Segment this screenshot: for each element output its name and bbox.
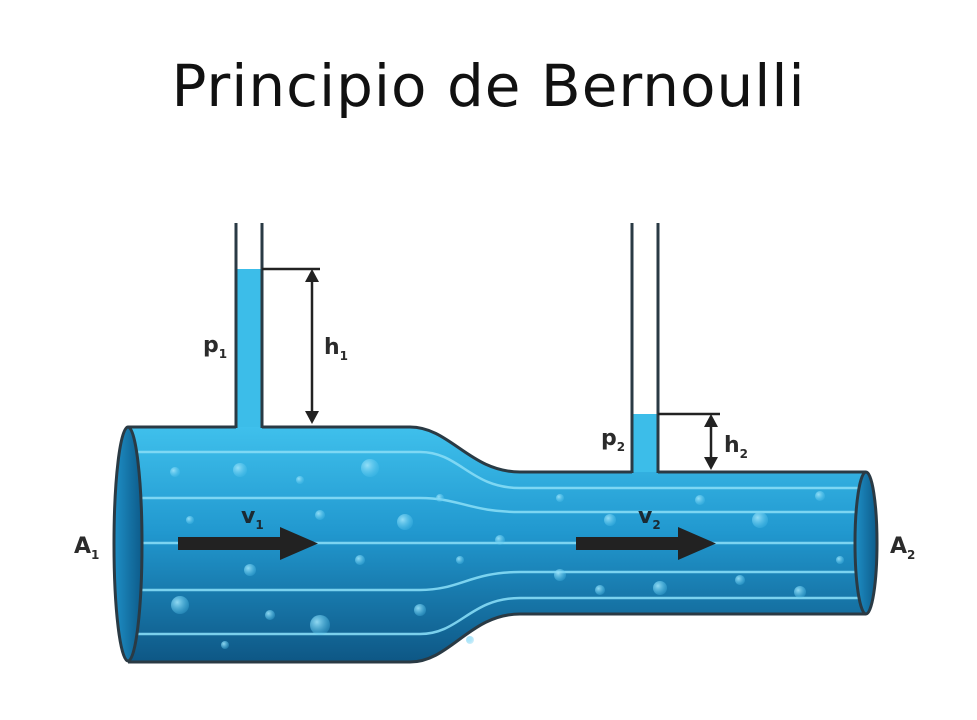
velocity-arrow-2: [576, 527, 716, 560]
bubbles: [170, 459, 844, 649]
label-A2: A2: [890, 534, 915, 562]
height-marker-2: [658, 412, 720, 470]
pipe-end-right: [853, 470, 879, 616]
label-p2: p2: [601, 426, 625, 454]
label-h1: h1: [324, 335, 348, 363]
tube-2-water: [632, 414, 658, 476]
tube-1-water: [236, 269, 262, 429]
tube-outlines: [234, 223, 660, 473]
label-h2: h2: [724, 433, 748, 461]
pipe-body: [128, 427, 866, 662]
label-A1: A1: [74, 534, 99, 562]
label-v2: v2: [638, 504, 661, 532]
label-v1: v1: [241, 504, 264, 532]
height-marker-1: [262, 267, 320, 424]
label-p1: p1: [203, 333, 227, 361]
page-title: Principio de Bernoulli: [171, 52, 806, 120]
streamlines: [135, 450, 860, 636]
pipe-outline: [128, 425, 866, 664]
pipe-end-left: [112, 425, 144, 663]
velocity-arrow-1: [178, 527, 318, 560]
